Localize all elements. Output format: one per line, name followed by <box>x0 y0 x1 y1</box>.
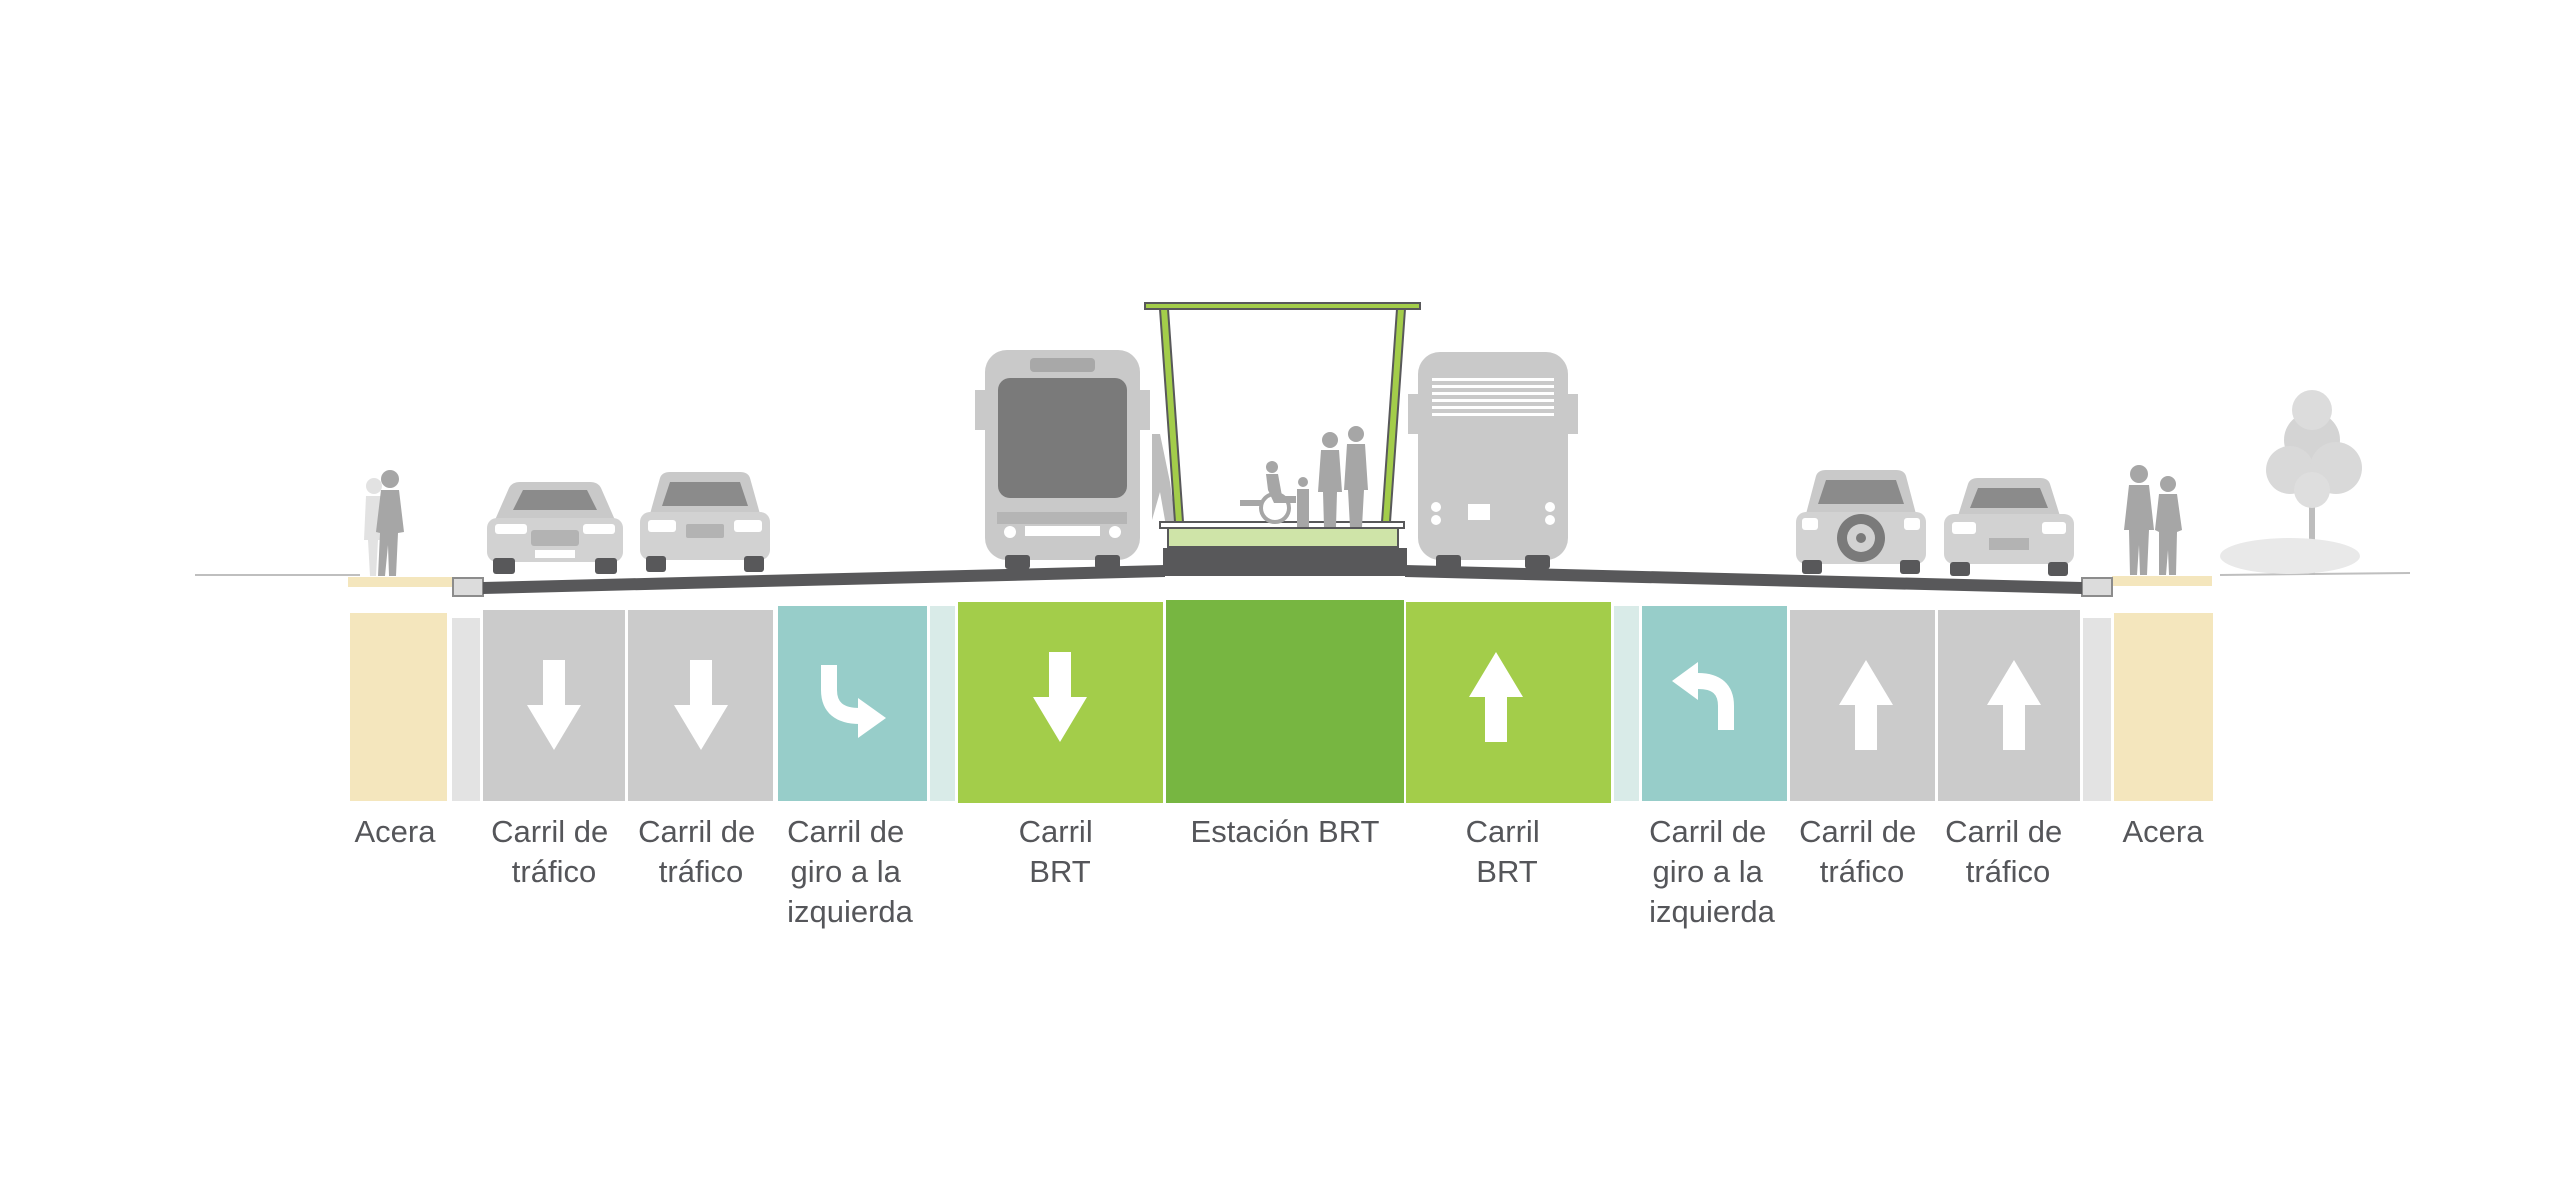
label-line: tráfico <box>512 854 596 889</box>
car-icon <box>1796 470 1926 574</box>
road-surface-right <box>1405 565 2082 594</box>
curb-left <box>452 577 484 597</box>
wheelchair-user-icon <box>1240 461 1296 524</box>
label-line: Carril de <box>787 814 904 849</box>
band-station <box>1166 600 1404 803</box>
lane-labels: Acera Carril de tráfico Carril de tráfic… <box>355 814 2205 929</box>
label-station: Estación BRT <box>1191 814 1380 849</box>
label-brt-2: Carril BRT <box>1466 814 1549 889</box>
bus-icon <box>975 350 1150 569</box>
label-line: tráfico <box>659 854 743 889</box>
pedestrians-left <box>364 470 404 576</box>
label-brt-1: Carril BRT <box>1019 814 1102 889</box>
label-line: tráfico <box>1966 854 2050 889</box>
lane-bands <box>350 600 2213 803</box>
pedestrian-icon <box>2124 465 2154 575</box>
road-profile <box>195 548 2411 597</box>
band-buffer-1 <box>930 606 955 801</box>
shelter-roof <box>1144 302 1421 310</box>
label-line: giro a la <box>791 854 902 889</box>
band-buffer-right <box>2083 618 2111 801</box>
band-brt-2 <box>1406 602 1611 803</box>
label-line: giro a la <box>1653 854 1764 889</box>
down-arrow-icon <box>527 660 581 750</box>
pedestrian-icon <box>376 470 404 576</box>
band-buffer-2 <box>1614 606 1639 801</box>
label-line: Carril de <box>1649 814 1766 849</box>
up-arrow-icon <box>1469 652 1523 742</box>
label-traffic-3: Carril de tráfico <box>1799 814 1925 889</box>
label-line: BRT <box>1476 854 1538 889</box>
sidewalk-right-surface <box>2112 576 2212 586</box>
label-line: Acera <box>2123 814 2205 849</box>
sidewalk-left-surface <box>348 577 453 587</box>
label-line: Carril de <box>1799 814 1916 849</box>
pedestrian-icon <box>1297 477 1309 527</box>
shelter-platform <box>1167 526 1399 548</box>
turn-arrow-icon <box>821 665 886 738</box>
label-line: Carril de <box>1945 814 2062 849</box>
label-line: izquierda <box>1649 894 1776 929</box>
label-acera-left: Acera <box>355 814 437 849</box>
shelter-post-right <box>1380 308 1407 523</box>
shelter-bench-edge <box>1159 521 1405 529</box>
label-line: BRT <box>1029 854 1091 889</box>
label-line: izquierda <box>787 894 914 929</box>
label-line: Carril de <box>638 814 755 849</box>
pedestrian-icon <box>1152 434 1176 526</box>
car-icon <box>1944 478 2074 576</box>
up-arrow-icon <box>1839 660 1893 750</box>
label-line: Estación BRT <box>1191 814 1380 849</box>
station-platform-base <box>1163 548 1407 576</box>
label-turn-1: Carril de giro a la izquierda <box>787 814 914 929</box>
label-line: Carril <box>1019 814 1093 849</box>
turn-arrow-icon <box>1672 662 1734 730</box>
car-icon <box>487 482 623 574</box>
label-acera-right: Acera <box>2123 814 2205 849</box>
station-passengers <box>1240 426 1368 527</box>
pedestrian-icon <box>1344 426 1368 527</box>
label-line: Carril <box>1466 814 1540 849</box>
curb-right <box>2081 577 2113 597</box>
tree-icon <box>2220 390 2362 575</box>
band-acera-right <box>2114 613 2213 801</box>
label-line: tráfico <box>1820 854 1904 889</box>
label-line: Acera <box>355 814 437 849</box>
band-turn-2 <box>1642 606 1787 801</box>
shrubs <box>2220 538 2360 574</box>
band-acera-left <box>350 613 447 801</box>
band-buffer-left <box>452 618 480 801</box>
label-traffic-2: Carril de tráfico <box>638 814 764 889</box>
down-arrow-icon <box>1033 652 1087 742</box>
car-icon <box>640 472 770 572</box>
bus-shelter-icon <box>1144 302 1421 548</box>
up-arrow-icon <box>1987 660 2041 750</box>
label-turn-2: Carril de giro a la izquierda <box>1649 814 1776 929</box>
pedestrian-icon <box>1318 432 1342 527</box>
bus-icon <box>1408 352 1578 569</box>
label-traffic-1: Carril de tráfico <box>491 814 617 889</box>
label-line: Carril de <box>491 814 608 849</box>
lane-arrows <box>527 652 2041 750</box>
label-traffic-4: Carril de tráfico <box>1945 814 2071 889</box>
pedestrian-icon <box>2155 476 2182 575</box>
road-surface-left <box>483 565 1165 594</box>
pedestrians-right <box>2124 465 2182 575</box>
band-turn-1 <box>778 606 927 801</box>
down-arrow-icon <box>674 660 728 750</box>
